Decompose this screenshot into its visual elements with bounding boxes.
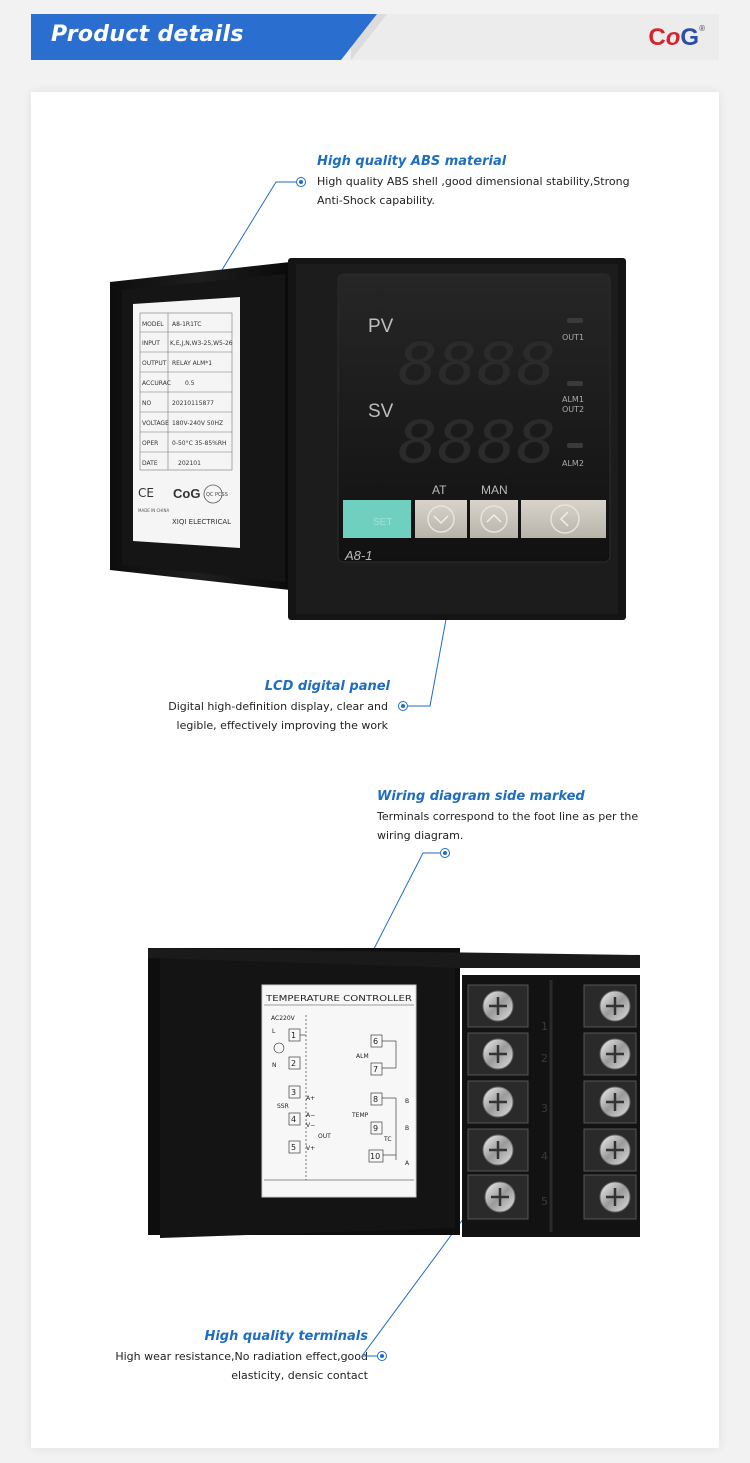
svg-text:9: 9 [373,1124,378,1133]
label-row-key: DATE [142,460,158,467]
svg-text:5: 5 [291,1143,296,1152]
label-row-key: ACCURAC [142,380,171,387]
made-in-text: MADE IN CHINA [138,508,169,513]
controller-front-view: MODEL A8-1R1TC INPUT K,E,J,N,W3-25,W5-26… [110,258,626,620]
model-label: A8-1 [344,548,372,563]
label-row-key: INPUT [142,340,160,347]
a-minus-label: A− [306,1112,315,1119]
ssr-label: SSR [277,1103,289,1110]
feature-title-abs: High quality ABS material [317,154,507,169]
qc-seal [203,484,223,504]
header-band [31,14,341,60]
svg-text:4: 4 [291,1115,296,1124]
terminal-number: 2 [541,1052,548,1065]
out1-label: OUT1 [562,333,584,342]
label-row-key: MODEL [142,321,164,328]
header-title: Product details [51,22,244,47]
label-row-value: 202101 [178,460,201,467]
out-label: OUT [318,1133,331,1140]
label-row-value: 0-50°C 35-85%RH [172,440,227,447]
callout-dot-abs [296,177,306,187]
maker-text: XIQI ELECTRICAL [172,518,231,526]
page-header: Product details CoG® [31,14,719,60]
label-row-key: NO [142,400,151,407]
out1-led [567,318,583,323]
set-key-label: SET [373,517,392,528]
label-brand: CoG [173,486,200,501]
terminal-number: 3 [541,1102,548,1115]
feature-text-abs: High quality ABS shell ,good dimensional… [317,175,630,207]
b-label-2: B [405,1125,409,1132]
svg-text:8: 8 [373,1095,378,1104]
pv-label: PV [368,316,394,337]
alm-label: ALM [356,1053,369,1060]
label-row-value: 0.5 [185,380,195,387]
at-label: AT [432,483,447,497]
label-row-key: OUTPUT [142,360,167,367]
sv-label: SV [368,401,394,422]
label-row-value: 180V-240V 50HZ [172,420,223,427]
svg-text:7: 7 [373,1065,378,1074]
terminal-number: 1 [541,1020,548,1033]
callout-dot-lcd [398,701,408,711]
controller-rear-view: TEMPERATURE CONTROLLER AC220V L N SSR AL… [148,948,640,1238]
alm2-led [567,443,583,448]
out2-label: OUT2 [562,405,584,414]
set-key [343,500,411,538]
label-row-value: RELAY ALM*1 [172,360,212,367]
man-label: MAN [481,483,508,497]
brand-logo: CoG® [648,24,705,51]
sv-display: 8888 [398,408,556,476]
feature-text-lcd: Digital high-definition display, clear a… [168,700,388,732]
svg-text:10: 10 [370,1152,380,1161]
callout-dot-wiring [440,848,450,858]
a-label: A [405,1160,410,1167]
alm1-led [567,381,583,386]
ce-mark: CE [138,486,154,500]
tc-label: TC [383,1136,392,1143]
pv-display: 8888 [398,330,556,398]
wiring-label-title: TEMPERATURE CONTROLLER [265,994,413,1003]
label-row-key: OPER [142,440,158,447]
qc-seal-text: QC PCSS [206,492,228,498]
side-label-table [139,312,233,471]
alm2-label: ALM2 [562,459,584,468]
feature-title-lcd: LCD digital panel [264,679,390,694]
feature-text-terminals: High wear resistance,No radiation effect… [115,1350,368,1382]
shift-key [521,500,606,538]
wiring-label [261,984,417,1198]
feature-title-terminals: High quality terminals [204,1329,368,1344]
alm1-label: ALM1 [562,395,584,404]
n-label: N [272,1062,277,1069]
callout-dot-terminals [377,1351,387,1361]
header-accent-shape [341,14,377,60]
svg-text:1: 1 [291,1031,296,1040]
v-minus-label: V− [306,1122,315,1129]
label-row-value: A8-1R1TC [172,321,201,328]
a-plus-label: A+ [306,1095,315,1102]
label-row-value: 20210115877 [172,400,214,407]
label-row-value: K,E,J,N,W3-25,W5-26 [170,340,233,347]
feature-text-wiring: Terminals correspond to the foot line as… [377,810,639,842]
b-label: B [405,1098,409,1105]
terminal-number: 5 [541,1195,548,1208]
svg-text:2: 2 [291,1059,296,1068]
ac-label: AC220V [271,1015,296,1022]
svg-text:6: 6 [373,1037,378,1046]
v-plus-label: V+ [306,1145,315,1152]
feature-title-wiring: Wiring diagram side marked [377,789,585,804]
label-row-key: VOLTAGE [142,420,169,427]
l-label: L [272,1028,276,1035]
svg-text:3: 3 [291,1088,296,1097]
temp-label: TEMP [351,1112,369,1119]
terminal-number: 4 [541,1150,548,1163]
